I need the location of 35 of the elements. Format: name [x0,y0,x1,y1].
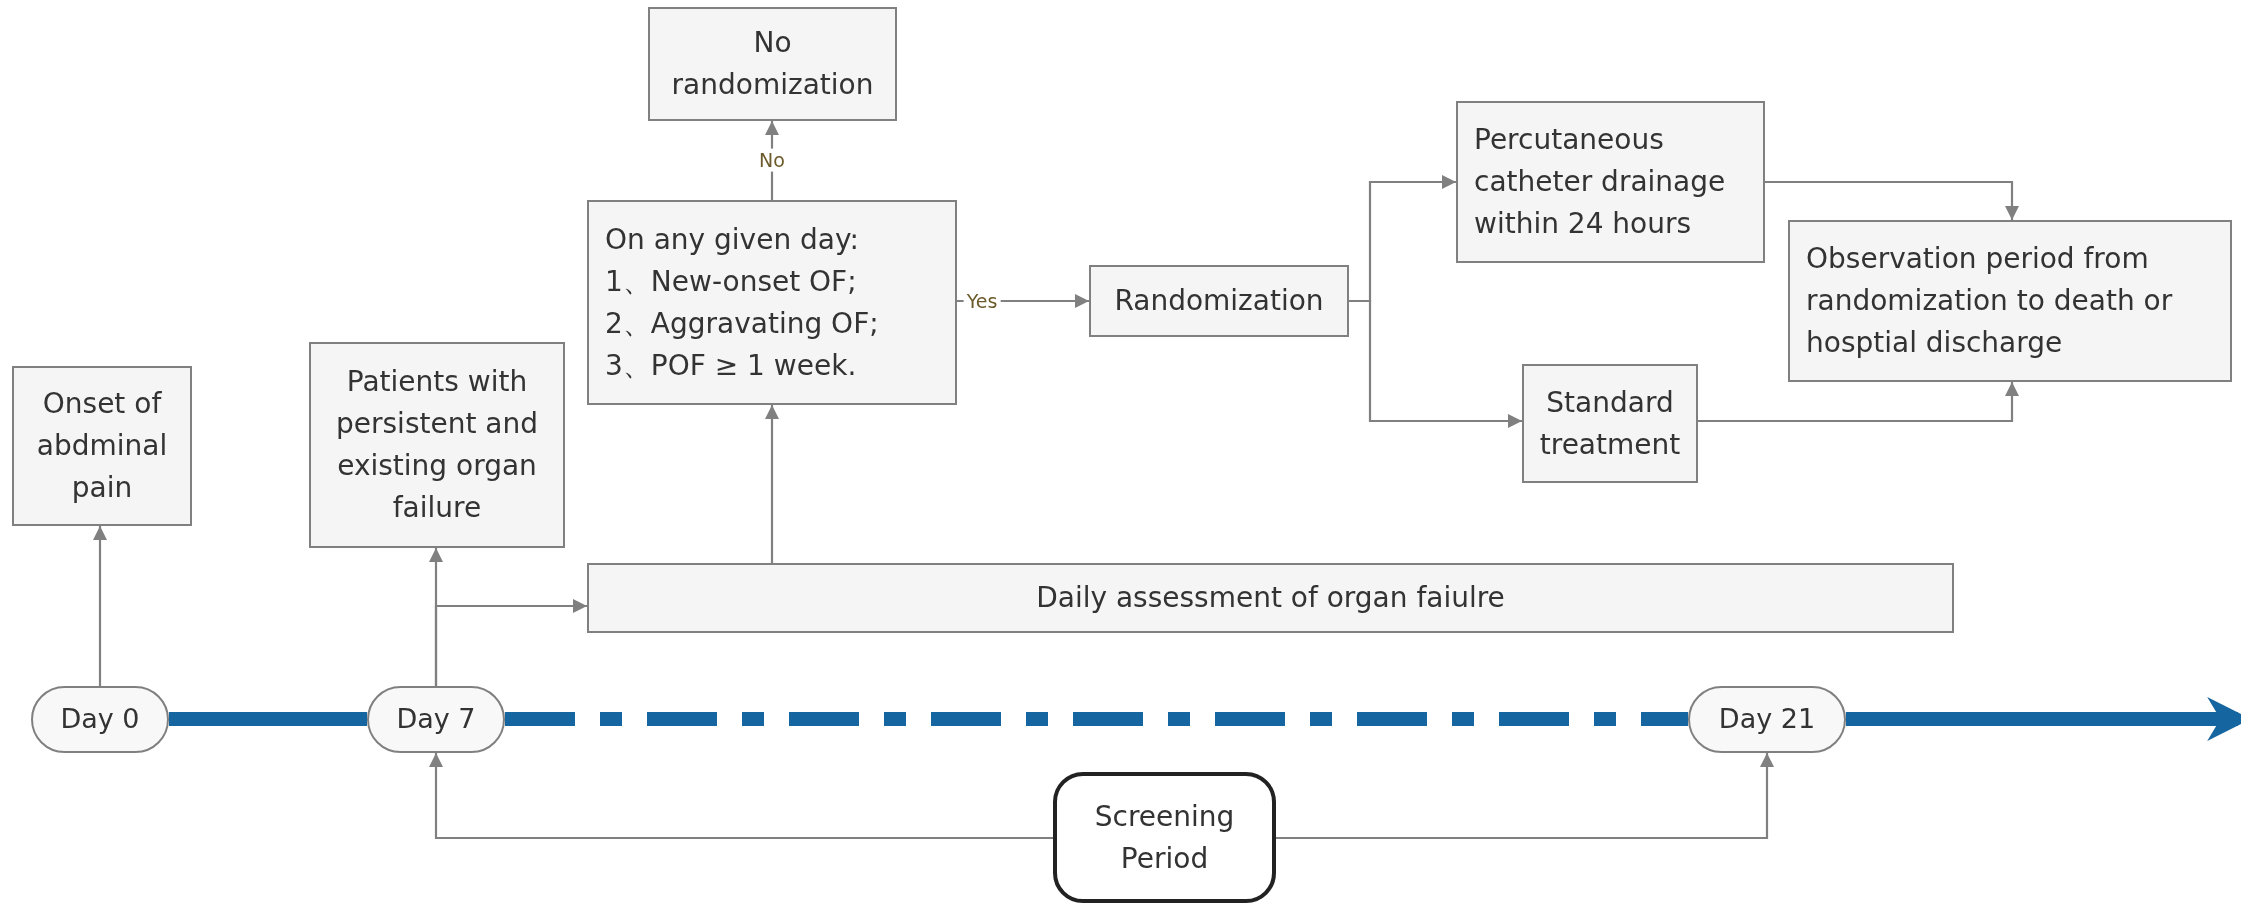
box-text: 3、POF ≥ 1 week. [605,347,857,384]
process-box [587,563,1954,633]
process-box [1089,265,1349,337]
box-text: No randomization [670,25,875,103]
process-box [587,200,957,405]
arrow [1698,382,2019,423]
timeline-arrow [1846,697,2241,741]
arrow [434,599,587,686]
process-box [309,342,565,548]
process-box [648,7,897,121]
box-text: Patients with persistent and existing organ failure [335,364,539,526]
box-text: Screening Period [1093,798,1236,877]
process-box [1456,101,1765,263]
box-text: Percutaneous catheter drainage within 24 hours [1474,122,1727,242]
process-box [12,366,192,526]
day-label: Day 7 [396,702,476,737]
box-text: 2、Aggravating OF; [605,305,879,342]
box-text: On any given day: [605,221,859,258]
arrow [1276,753,1774,840]
box-text: Daily assessment of organ faiulre [1036,580,1505,616]
arrow [429,753,1053,840]
box-text: Onset of abdminal pain [35,386,169,506]
process-box [1522,364,1698,483]
process-box [1788,220,2232,382]
arrow [93,526,107,686]
arrow [765,405,779,563]
arrow [1765,180,2019,220]
box-text: Standard treatment [1538,384,1682,463]
period-box [1053,772,1276,903]
box-text: 1、New-onset OF; [605,263,857,300]
arrow [1349,299,1522,428]
day-label: Day 0 [60,702,140,737]
box-text: Observation period from randomization to death or hosptial discharge [1806,241,2174,361]
box-text: Randomization [1114,283,1324,319]
day-label: Day 21 [1718,702,1816,737]
